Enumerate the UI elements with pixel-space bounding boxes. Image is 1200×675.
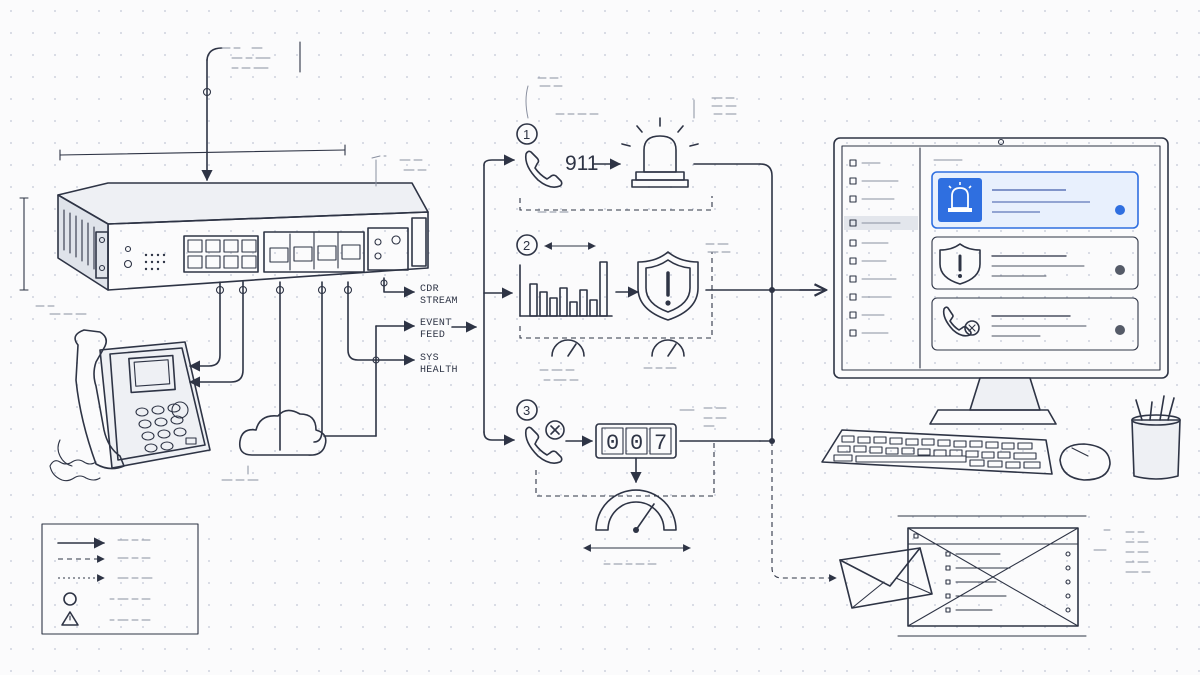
gauge-icon	[551, 339, 685, 357]
alert-siren-icon	[948, 182, 972, 212]
keyboard-icon	[821, 429, 1053, 475]
bar-chart-icon	[519, 261, 613, 317]
top-feed-line	[201, 41, 301, 182]
network-switch-icon	[19, 144, 429, 291]
flow-1-number: 1	[523, 127, 530, 142]
alert-2-status-dot	[1115, 265, 1125, 275]
shield-warning-icon	[637, 251, 699, 321]
alert-card-1[interactable]	[931, 171, 1139, 229]
phone-cancel-icon	[524, 420, 565, 464]
alert-card-3[interactable]	[931, 297, 1139, 351]
flow-bracket	[483, 154, 516, 446]
flow-1-label: 911	[565, 152, 598, 175]
dashboard-sidebar	[844, 159, 918, 337]
report-icon	[897, 515, 1087, 637]
flow-3-number: 3	[523, 403, 530, 418]
flow-1: 1 911	[516, 117, 773, 289]
warning-icon	[61, 611, 79, 626]
flow-2: 2	[516, 234, 821, 357]
flow-2-number: 2	[523, 238, 530, 253]
mouse-icon	[1059, 443, 1111, 481]
monitor-icon	[833, 137, 1169, 425]
phone-icon	[524, 150, 563, 188]
speedometer-icon	[583, 489, 691, 552]
alert-3-status-dot	[1115, 325, 1125, 335]
cloud-icon	[238, 409, 327, 456]
annotation-scribbles	[35, 47, 1151, 621]
circle-icon	[63, 592, 77, 606]
alert-phone-cancel-icon	[942, 306, 980, 337]
collector-lines	[759, 287, 837, 582]
alert-card-2[interactable]	[931, 236, 1139, 290]
desk-phone-icon	[49, 329, 211, 482]
email-icon	[839, 547, 933, 609]
pencil-cup-icon	[1131, 395, 1181, 480]
legend	[41, 523, 199, 635]
switch-connections	[188, 277, 416, 451]
alert-shield-icon	[939, 243, 981, 285]
alert-1-status-dot	[1115, 205, 1125, 215]
siren-icon	[621, 117, 699, 188]
